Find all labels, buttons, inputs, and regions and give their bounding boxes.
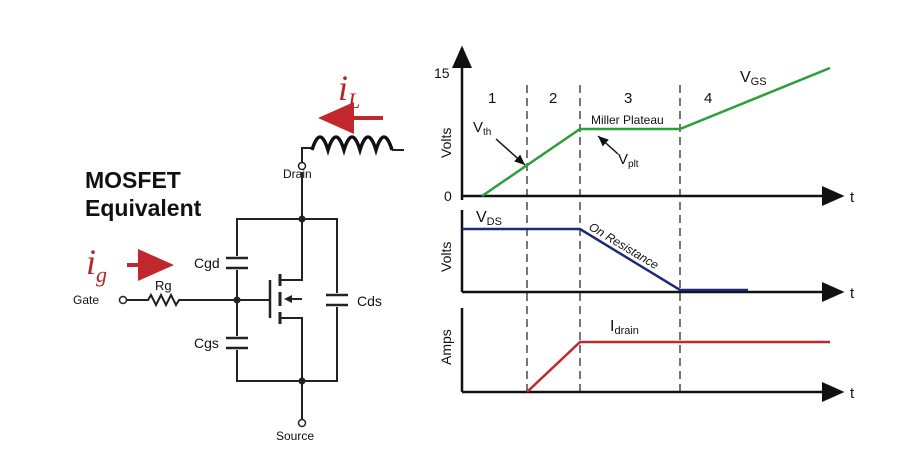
vth-pointer	[495, 138, 526, 166]
idrain-panel: Amps t Idrain	[438, 308, 855, 402]
circuit-title-line2: Equivalent	[85, 195, 202, 221]
drain-lead	[301, 147, 312, 162]
gate-label: Gate	[73, 293, 99, 307]
idrain-curve-label: Idrain	[610, 318, 639, 337]
mosfet-symbol	[237, 219, 303, 381]
cgs-label: Cgs	[194, 335, 219, 351]
vgs-panel: 15 0 Volts t VGS Miller Plateau Vth Vplt	[434, 45, 855, 206]
idrain-t-label: t	[850, 385, 855, 402]
on-resistance-label: On Resistance	[586, 220, 661, 273]
vgs-y-max-label: 15	[434, 65, 450, 81]
rg-label: Rg	[155, 278, 172, 293]
miller-plateau-label: Miller Plateau	[591, 113, 664, 127]
phase-label-1: 1	[488, 90, 496, 107]
gate-current-label: ig	[86, 242, 107, 287]
drain-label: Drain	[283, 167, 312, 181]
vgs-t-label: t	[850, 189, 855, 206]
vplt-pointer	[597, 135, 619, 155]
inductor-coil	[310, 135, 394, 156]
load-current-label: iL	[338, 68, 360, 113]
source-terminal	[297, 418, 307, 428]
phase-label-3: 3	[624, 90, 632, 107]
vds-y-label: Volts	[438, 242, 454, 272]
vgs-curve	[481, 66, 831, 198]
vgs-y-zero-label: 0	[444, 188, 452, 204]
gate-terminal	[118, 295, 128, 305]
gate-resistor-wire	[127, 292, 237, 308]
circuit: MOSFET Equivalent iL Drain Cgd Cgs Cds	[73, 68, 404, 443]
vplt-label: Vplt	[618, 151, 639, 170]
waveforms: 1 2 3 4 15 0 Volts t VGS Miller Plateau …	[434, 45, 855, 402]
phase-label-2: 2	[549, 90, 557, 107]
idrain-y-label: Amps	[438, 329, 454, 365]
cds-label: Cds	[357, 293, 382, 309]
circuit-title-line1: MOSFET	[85, 167, 181, 193]
drain-terminal	[297, 161, 307, 171]
vgs-y-label: Volts	[438, 128, 454, 158]
vds-curve	[462, 227, 748, 292]
vds-t-label: t	[850, 285, 855, 302]
idrain-curve	[526, 340, 830, 393]
vds-panel: Volts t VDS On Resistance	[438, 209, 855, 302]
vth-label: Vth	[473, 119, 491, 138]
vds-curve-label: VDS	[476, 209, 502, 228]
phase-label-4: 4	[704, 90, 712, 107]
vgs-curve-label: VGS	[740, 69, 767, 88]
cgd-label: Cgd	[194, 255, 220, 271]
source-label: Source	[276, 429, 314, 443]
